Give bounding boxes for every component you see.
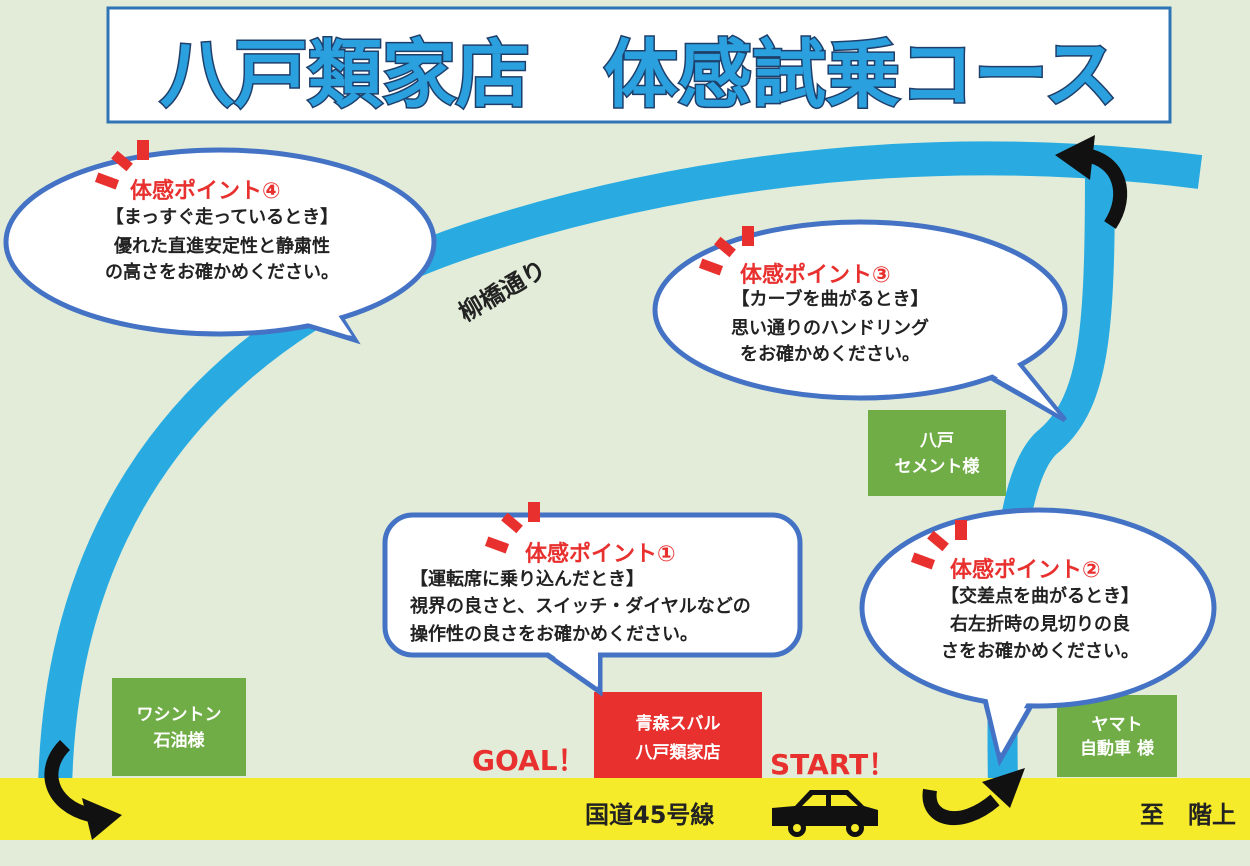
street-label: 柳橋通り	[454, 255, 551, 327]
map-text: 青森スバル	[636, 713, 721, 734]
map-text: 八戸類家店	[636, 742, 721, 763]
map-text: 体感ポイント②	[950, 557, 1101, 583]
arrow-goal-icon	[44, 740, 93, 822]
map-shape	[982, 676, 1036, 752]
arrow-start-icon	[922, 788, 1000, 825]
map-shape	[542, 648, 598, 686]
map-shape	[528, 502, 540, 522]
national-route	[0, 778, 1250, 840]
map-text: 体感ポイント①	[525, 541, 676, 567]
title-box	[106, 6, 1172, 124]
map-shape	[927, 530, 949, 552]
map-text: 石油様	[153, 730, 206, 751]
map-text: 右左折時の見切りの良	[950, 613, 1130, 635]
map-shape	[594, 692, 762, 778]
map-shape	[962, 338, 1058, 414]
map-shape	[868, 410, 1006, 496]
map-text: ワシントン	[137, 705, 222, 725]
emphasis-mark-icon	[94, 172, 120, 190]
map-shape	[714, 236, 736, 258]
map-shape	[484, 536, 510, 554]
landmark-cement: 八戸 セメント様	[868, 410, 1006, 496]
point-2-bubble: 体感ポイント② 【交差点を曲がるとき】 右左折時の見切りの良 さをお確かめくださ…	[859, 507, 1217, 767]
start-label: START！	[770, 748, 896, 781]
arrow-head-icon	[1055, 135, 1095, 180]
map-text: 操作性の良さをお確かめください。	[410, 623, 698, 645]
map-shape	[955, 520, 967, 540]
map-shape	[742, 226, 754, 246]
yanagibashi-road	[38, 141, 1203, 791]
point-1-bubble: 体感ポイント① 【運転席に乗り込んだとき】 視界の良さと、スイッチ・ダイヤルなど…	[382, 502, 803, 697]
direction-label: 至 階上	[1140, 801, 1236, 829]
map-text: 優れた直進安定性と静粛性	[113, 235, 330, 257]
map-shape	[772, 790, 878, 826]
map-shape	[501, 512, 523, 534]
arrows	[44, 148, 1128, 825]
map-shape	[698, 258, 724, 276]
map-text: さをお確かめください。	[941, 640, 1139, 662]
map-text: セメント様	[895, 456, 981, 477]
map-text: をお確かめください。	[740, 343, 920, 365]
map-shape	[1057, 695, 1177, 777]
arrow-head-icon	[82, 798, 122, 840]
map-shape	[3, 147, 437, 337]
map-shape	[137, 140, 149, 160]
store-marker: 青森スバル 八戸類家店	[594, 692, 762, 778]
route-label: 国道45号線	[585, 801, 714, 829]
map-text: 体感ポイント③	[740, 262, 891, 288]
point-4-bubble: 体感ポイント④ 【まっすぐ走っているとき】 優れた直進安定性と静粛性 の高さをお…	[3, 140, 437, 345]
map-text: 思い通りのハンドリング	[731, 317, 929, 339]
map-text: の高さをお確かめください。	[105, 261, 339, 283]
car-icon	[772, 790, 878, 837]
landmark-washington: ワシントン 石油様	[112, 678, 246, 776]
map-text: 八戸	[920, 431, 954, 451]
map-shape	[910, 552, 936, 570]
page-title: 八戸類家店 体感試乗コース	[160, 32, 1118, 118]
map-text: 【交差点を曲がるとき】	[941, 585, 1139, 607]
map-text: 【まっすぐ走っているとき】	[106, 207, 338, 228]
arrow-turn-icon	[1083, 148, 1128, 229]
landmark-yamato: ヤマト 自動車 様	[1057, 695, 1177, 777]
map-text: 体感ポイント④	[130, 178, 281, 204]
map-shape	[652, 219, 1068, 401]
map-shape	[859, 507, 1217, 709]
map-text: ヤマト	[1092, 715, 1143, 735]
point-3-bubble: 体感ポイント③ 【カーブを曲がるとき】 思い通りのハンドリング をお確かめくださ…	[652, 219, 1068, 423]
map-shape	[290, 296, 352, 336]
map-text: 【運転席に乗り込んだとき】	[410, 568, 644, 590]
map-shape	[802, 795, 858, 806]
map-shape	[112, 678, 246, 776]
goal-label: GOAL！	[472, 744, 586, 777]
map-text: 視界の良さと、スイッチ・ダイヤルなどの	[409, 595, 751, 617]
map-text: 【カーブを曲がるとき】	[732, 288, 929, 310]
map-text: 自動車 様	[1080, 738, 1155, 759]
map-shape	[111, 150, 133, 172]
arrow-head-icon	[982, 768, 1025, 808]
